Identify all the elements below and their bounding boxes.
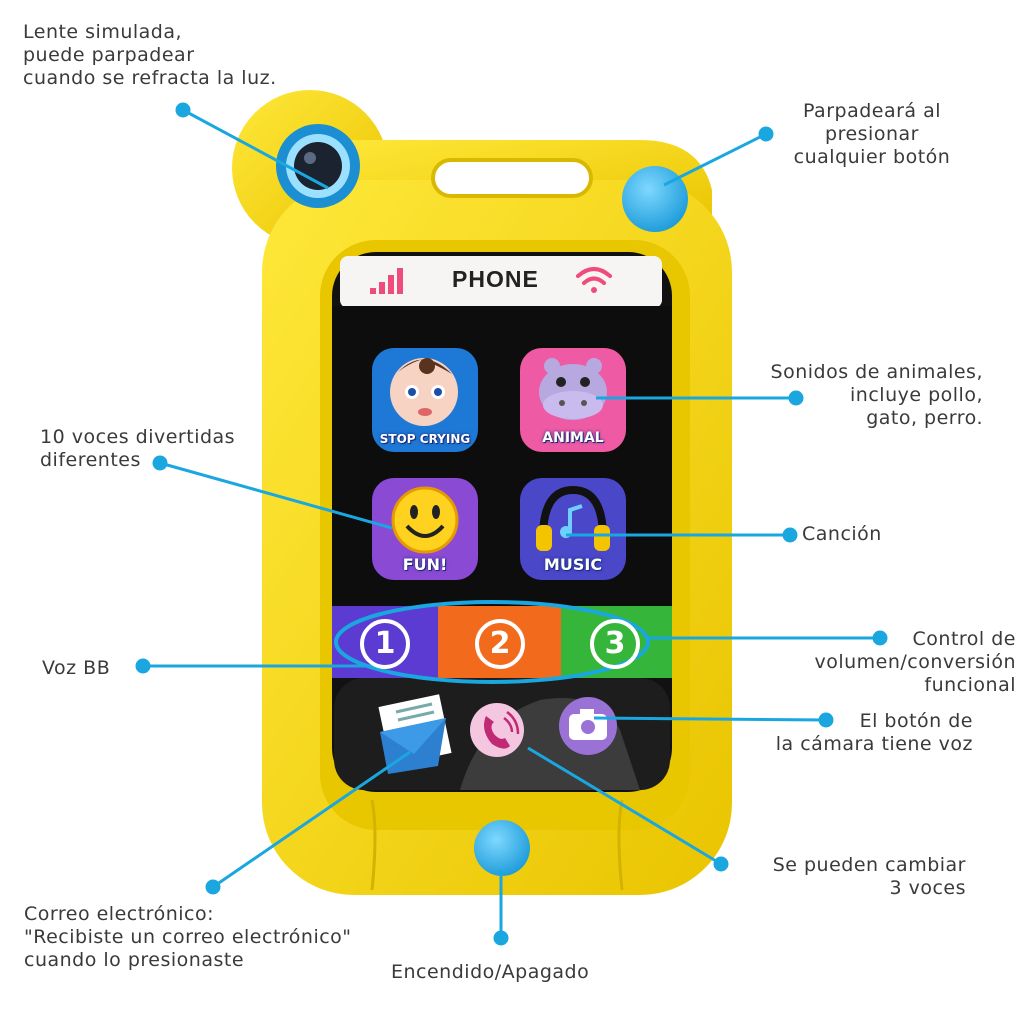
hippo-icon: [520, 348, 626, 452]
label-baby-voice: Voz BB: [42, 657, 111, 679]
number-keys-highlight: [334, 600, 650, 684]
baby-face-icon: [372, 348, 478, 452]
label-animals: Sonidos de animales, incluye pollo, gato…: [770, 361, 983, 429]
blink-button-icon: [622, 166, 688, 232]
smiley-icon: [372, 478, 478, 580]
camera-icon: [559, 697, 617, 755]
number-key-3[interactable]: 3: [590, 619, 640, 669]
label-blink: Parpadeará al presionar cualquier botón: [793, 100, 951, 168]
label-power: Encendido/Apagado: [391, 961, 590, 983]
label-lens: Lente simulada, puede parpadear cuando s…: [23, 21, 277, 89]
number-key-2[interactable]: 2: [475, 619, 525, 669]
label-volume: Control de volumen/conversión funcional: [814, 628, 1016, 696]
label-voices: 10 voces divertidas diferentes: [40, 426, 236, 471]
app-animal[interactable]: ANIMAL: [520, 348, 626, 452]
app-stop-crying[interactable]: STOP CRYING: [372, 348, 478, 452]
label-camera: El botón de la cámara tiene voz: [775, 710, 973, 755]
power-button-icon: [474, 820, 530, 876]
headphones-music-icon: [520, 478, 626, 580]
number-key-1[interactable]: 1: [360, 619, 410, 669]
app-music[interactable]: MUSIC: [520, 478, 626, 580]
lens-icon: [276, 124, 360, 208]
app-label: STOP CRYING: [379, 432, 471, 446]
phone-call-icon: [470, 703, 524, 757]
app-label: FUN!: [402, 555, 448, 574]
label-email: Correo electrónico: "Recibiste un correo…: [24, 903, 352, 971]
phone-title: PHONE: [452, 266, 539, 292]
label-change-voices: Se pueden cambiar 3 voces: [772, 854, 966, 899]
app-fun[interactable]: FUN!: [372, 478, 478, 580]
signal-bars-icon: [370, 268, 403, 294]
wifi-icon: [576, 267, 612, 293]
label-song: Canción: [802, 523, 882, 545]
app-label: ANIMAL: [542, 430, 604, 446]
callout-lines: [135, 102, 888, 946]
app-label: MUSIC: [543, 555, 603, 574]
